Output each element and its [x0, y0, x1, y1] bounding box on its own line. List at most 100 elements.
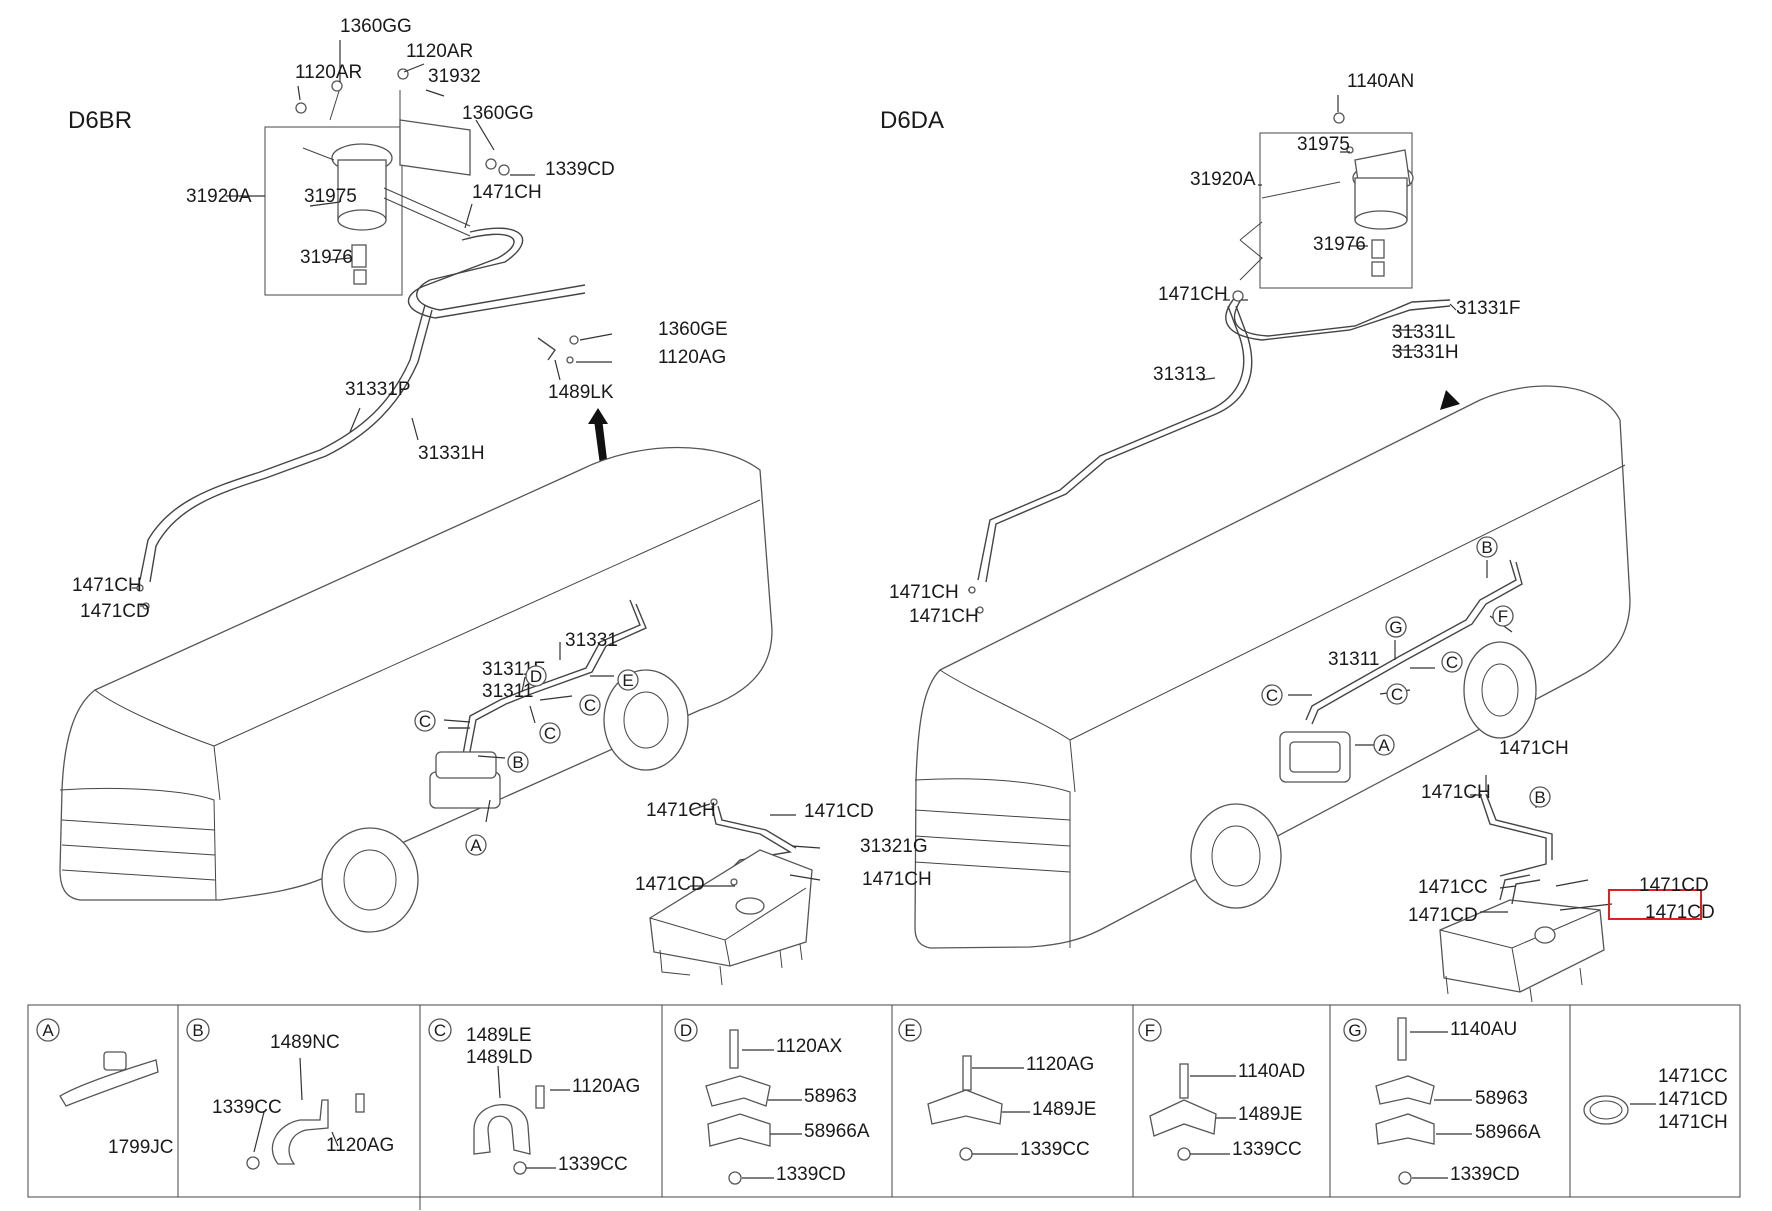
- panel-part-label: 1339CC: [558, 1154, 628, 1175]
- part-label: 31331H: [1392, 342, 1459, 363]
- panel-key-letter: G: [1348, 1021, 1361, 1040]
- callout-letter: C: [584, 696, 596, 715]
- callout-letter: C: [1266, 686, 1278, 705]
- fuel-pipes-right: [977, 295, 1451, 583]
- callout-circle: [1441, 651, 1463, 673]
- panel-part-label: 1120AG: [326, 1135, 394, 1156]
- panel-key-circle: [428, 1018, 452, 1042]
- panel-part-label: 58963: [804, 1086, 857, 1107]
- part-label: 1471CH: [472, 182, 542, 203]
- underbody-pipes-left: [429, 599, 647, 823]
- callout-circle: [507, 751, 529, 773]
- callout-letter: A: [1378, 736, 1390, 755]
- variant-title-right: D6DA: [880, 107, 944, 134]
- part-label: 31313: [1153, 364, 1206, 385]
- callout-circle: [1476, 536, 1498, 558]
- part-label: 31976: [1313, 234, 1366, 255]
- part-label: 1471CD: [80, 601, 150, 622]
- panel-part-label: 1471CD: [1658, 1089, 1728, 1110]
- panel-part-label: 58966A: [804, 1121, 870, 1142]
- part-label: 1471CD: [1639, 875, 1709, 896]
- fuel-pipes-left: [139, 227, 586, 583]
- part-label: 31331L: [1392, 322, 1455, 343]
- panel-part-label: 1339CC: [1232, 1139, 1302, 1160]
- callout-circle: [1492, 605, 1514, 627]
- panel-part-label: 1120AG: [1026, 1054, 1094, 1075]
- part-label: 31920A: [1190, 169, 1256, 190]
- callout-circle: [1373, 734, 1395, 756]
- callout-circle: [1386, 683, 1408, 705]
- part-label: 1471CD: [804, 801, 874, 822]
- panel-key-circle: [1343, 1018, 1367, 1042]
- panel-key-circle: [1138, 1018, 1162, 1042]
- panel-part-label: 1140AD: [1238, 1061, 1305, 1082]
- part-label: 1360GE: [658, 319, 728, 340]
- callout-letter: C: [419, 712, 431, 731]
- callout-letter: C: [1446, 653, 1458, 672]
- part-label: 31932: [428, 66, 481, 87]
- callout-letter: C: [544, 724, 556, 743]
- part-label: 1471CH: [72, 575, 142, 596]
- fuel-filter-assembly-right: [1239, 112, 1414, 289]
- panel-part-label: 1489JE: [1238, 1104, 1302, 1125]
- part-label: 31976: [300, 247, 353, 268]
- callout-circle: [1529, 786, 1551, 808]
- part-label: 1471CH: [1421, 782, 1491, 803]
- callout-letter: F: [1498, 607, 1508, 626]
- variant-title-left: D6BR: [68, 107, 132, 134]
- callout-letter: B: [1481, 538, 1492, 557]
- callout-circle: [617, 669, 639, 691]
- callout-circle: [465, 834, 487, 856]
- callout-letter: C: [1391, 685, 1403, 704]
- part-label: 31321G: [860, 836, 928, 857]
- part-label: 1471CH: [862, 869, 932, 890]
- part-label: 1360GG: [462, 103, 534, 124]
- labels-left: 1360GG1120AR1120AR319321360GG1339CD31920…: [72, 16, 932, 895]
- fuel-filter-assembly-left: [264, 68, 510, 296]
- callout-letter: B: [1534, 788, 1545, 807]
- part-label: 1471CD: [1408, 905, 1478, 926]
- panel-key-letter: B: [192, 1021, 203, 1040]
- panel-part-label: 1140AU: [1450, 1019, 1517, 1040]
- panel-part-label: 1471CC: [1658, 1066, 1728, 1087]
- panel-key-letter: C: [434, 1021, 446, 1040]
- part-label: 31331F: [1456, 298, 1520, 319]
- labels-right: 1140AN 31975 31920A 31976 1471CH 31331F31331L…: [889, 71, 1715, 926]
- panel-part-label: 1489LD: [466, 1047, 533, 1068]
- part-label: 31975: [1297, 134, 1350, 155]
- part-label: 1360GG: [340, 16, 412, 37]
- part-label: 1489LK: [548, 382, 614, 403]
- panel-key-circle: [898, 1018, 922, 1042]
- part-label: 31311: [482, 681, 533, 702]
- part-label: 31331P: [345, 379, 411, 400]
- panel-key-letter: A: [42, 1021, 54, 1040]
- panel-part-label: 1339CD: [776, 1164, 846, 1185]
- panel-part-label: 1339CD: [1450, 1164, 1520, 1185]
- part-label: 1471CD: [635, 874, 705, 895]
- part-label: 1471CC: [1418, 877, 1488, 898]
- callout-letter: D: [530, 667, 542, 686]
- panel-part-label: 1120AG: [572, 1076, 640, 1097]
- highlight-box: [1608, 889, 1702, 920]
- panel-key-circle: [186, 1018, 210, 1042]
- callout-circle: [1261, 684, 1283, 706]
- panel-part-label: 1339CC: [212, 1097, 282, 1118]
- callout-circle: [525, 665, 547, 687]
- part-label: 1140AN: [1347, 71, 1414, 92]
- underbody-pipes-right: [1279, 559, 1553, 877]
- panel-part-label: 1339CC: [1020, 1139, 1090, 1160]
- part-label: 31331: [565, 630, 618, 651]
- fuel-tank-right: [1439, 874, 1613, 1003]
- part-label: 1471CH: [909, 606, 979, 627]
- panel-part-label: 1120AX: [776, 1036, 843, 1057]
- part-label: 1339CD: [545, 159, 615, 180]
- part-label: 1471CH: [646, 800, 716, 821]
- callout-circle: [1385, 616, 1407, 638]
- part-label: 31311: [1328, 649, 1379, 670]
- panel-part-label: 1489JE: [1032, 1099, 1096, 1120]
